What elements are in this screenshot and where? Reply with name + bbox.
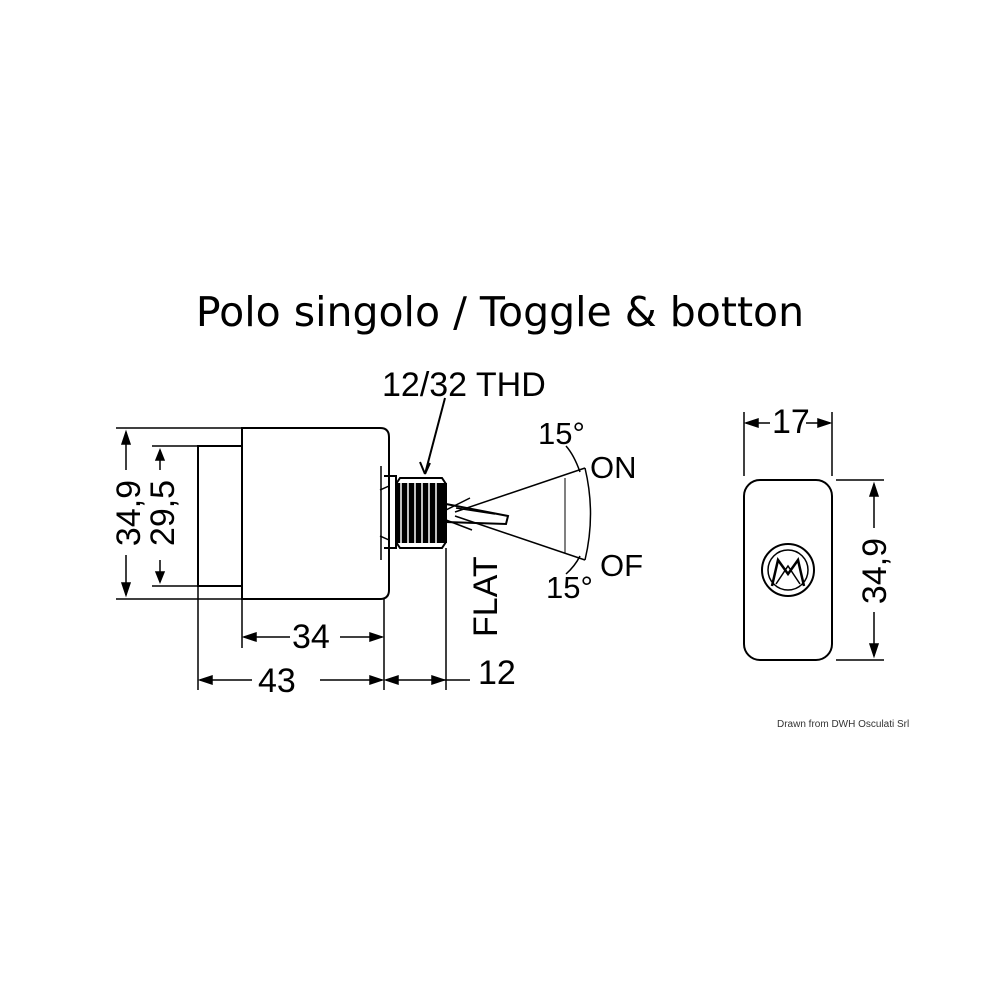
height-overall-label: 34,9 xyxy=(110,479,148,547)
front-width-label: 17 xyxy=(772,403,810,441)
diagram-title: Polo singolo / Toggle & botton xyxy=(195,288,805,336)
toggle-lever xyxy=(446,446,591,574)
angle-off-label: 15° xyxy=(546,570,593,605)
dim-length-total xyxy=(198,586,382,690)
dim-length-body xyxy=(242,599,384,690)
switch-body-side xyxy=(198,428,389,599)
thread-spec-label: 12/32 THD xyxy=(382,366,546,404)
front-height-label: 34,9 xyxy=(856,537,894,605)
switch-front-view xyxy=(744,480,832,660)
off-label: OF xyxy=(600,548,644,583)
length-body-label: 34 xyxy=(292,618,330,656)
dim-front-height xyxy=(836,480,884,660)
length-total-label: 43 xyxy=(258,662,296,700)
flat-label: FLAT xyxy=(467,556,505,637)
dim-height-overall xyxy=(116,428,242,599)
threaded-bushing xyxy=(396,398,446,548)
angle-on-label: 15° xyxy=(538,416,585,451)
dim-height-body xyxy=(152,446,198,586)
dim-front-width xyxy=(744,412,832,476)
bushing-length-label: 12 xyxy=(478,654,516,692)
dim-bushing-length xyxy=(386,548,470,690)
height-body-label: 29,5 xyxy=(144,479,182,547)
credit-text: Drawn from DWH Osculati Srl xyxy=(777,719,910,730)
on-label: ON xyxy=(590,450,637,485)
